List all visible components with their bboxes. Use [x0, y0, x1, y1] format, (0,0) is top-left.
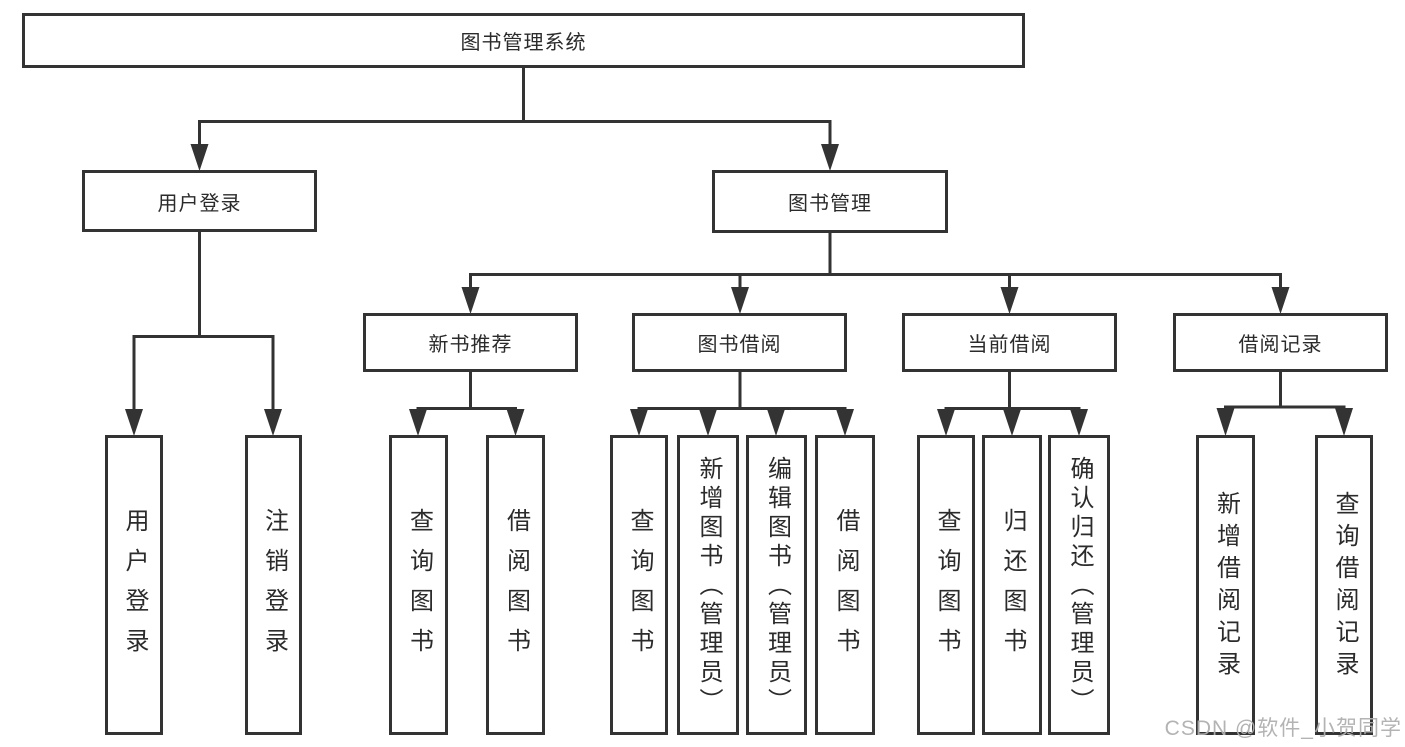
- node-current-borrow-label: 当前借阅: [967, 334, 1052, 356]
- arrowhead: [1003, 409, 1021, 436]
- leaf-newbook-borrow-books: 借阅图书: [486, 435, 545, 735]
- leaf-current-query-books: 查询图书: [917, 435, 975, 735]
- node-user-login-label: 用户登录: [157, 192, 242, 215]
- node-book-management-label: 图书管理: [788, 193, 872, 215]
- arrowhead: [409, 409, 427, 436]
- connector-userlogin-to-leaves: [125, 232, 282, 436]
- node-book-borrow: 图书借阅: [632, 313, 847, 372]
- leaf-add-book-admin-label: 新增图书（管理员）: [695, 456, 722, 717]
- leaf-newbook-borrow-books-label: 借阅图书: [502, 508, 530, 668]
- node-root-label: 图书管理系统: [460, 32, 587, 54]
- leaf-borrow-borrow-books-label: 借阅图书: [832, 508, 859, 668]
- node-current-borrow: 当前借阅: [902, 313, 1117, 372]
- arrowhead: [125, 409, 143, 436]
- csdn-watermark: CSDN @软件_小贺同学: [1164, 717, 1402, 740]
- arrowhead: [1335, 408, 1353, 436]
- arrowhead: [1000, 287, 1019, 314]
- connector-currentborrow-to-leaves: [937, 372, 1088, 436]
- connector-root-to-level2: [190, 68, 839, 171]
- arrowhead: [821, 144, 839, 171]
- leaf-add-borrow-record-label: 新增借阅记录: [1212, 491, 1240, 683]
- arrowhead: [190, 144, 209, 171]
- node-root: 图书管理系统: [22, 13, 1025, 68]
- leaf-query-borrow-record: 查询借阅记录: [1315, 435, 1373, 735]
- arrowhead: [461, 287, 480, 314]
- leaf-add-book-admin: 新增图书（管理员）: [677, 435, 739, 735]
- connector-bookmgmt-to-level3: [461, 233, 1290, 314]
- leaf-borrow-borrow-books: 借阅图书: [815, 435, 875, 735]
- leaf-newbook-query-books-label: 查询图书: [405, 508, 433, 668]
- connector-bookborrow-to-leaves: [630, 372, 854, 436]
- node-book-borrow-label: 图书借阅: [697, 334, 782, 356]
- leaf-confirm-return-admin: 确认归还（管理员）: [1048, 435, 1110, 735]
- arrowhead: [1070, 409, 1088, 436]
- leaf-borrow-query-books: 查询图书: [610, 435, 668, 735]
- leaf-user-login: 用户登录: [105, 435, 163, 735]
- arrowhead: [731, 287, 749, 314]
- node-user-login: 用户登录: [82, 170, 317, 232]
- leaf-logout-label: 注销登录: [260, 508, 288, 668]
- leaf-edit-book-admin: 编辑图书（管理员）: [746, 435, 807, 735]
- leaf-add-borrow-record: 新增借阅记录: [1196, 435, 1255, 735]
- arrowhead: [767, 409, 785, 436]
- arrowhead: [1271, 287, 1290, 314]
- connector-newbook-to-leaves: [409, 372, 525, 436]
- node-book-management: 图书管理: [712, 170, 948, 233]
- node-new-book-recommend-label: 新书推荐: [428, 334, 513, 356]
- node-borrow-record-label: 借阅记录: [1238, 334, 1323, 356]
- leaf-return-books: 归还图书: [982, 435, 1042, 735]
- arrowhead: [264, 409, 282, 436]
- leaf-return-books-label: 归还图书: [999, 508, 1026, 668]
- leaf-edit-book-admin-label: 编辑图书（管理员）: [763, 456, 791, 717]
- arrowhead: [699, 409, 717, 436]
- arrowhead: [1216, 408, 1235, 436]
- node-new-book-recommend: 新书推荐: [363, 313, 578, 372]
- arrowhead: [836, 409, 854, 436]
- connector-borrowrecord-to-leaves: [1216, 372, 1353, 436]
- arrowhead: [937, 409, 955, 436]
- leaf-current-query-books-label: 查询图书: [933, 508, 960, 668]
- leaf-newbook-query-books: 查询图书: [389, 435, 448, 735]
- leaf-logout: 注销登录: [245, 435, 302, 735]
- leaf-borrow-query-books-label: 查询图书: [626, 508, 653, 668]
- leaf-confirm-return-admin-label: 确认归还（管理员）: [1066, 456, 1093, 717]
- leaf-query-borrow-record-label: 查询借阅记录: [1331, 491, 1358, 683]
- leaf-user-login-label: 用户登录: [121, 508, 148, 668]
- arrowhead: [506, 409, 525, 436]
- node-borrow-record: 借阅记录: [1173, 313, 1388, 372]
- arrowhead: [630, 409, 648, 436]
